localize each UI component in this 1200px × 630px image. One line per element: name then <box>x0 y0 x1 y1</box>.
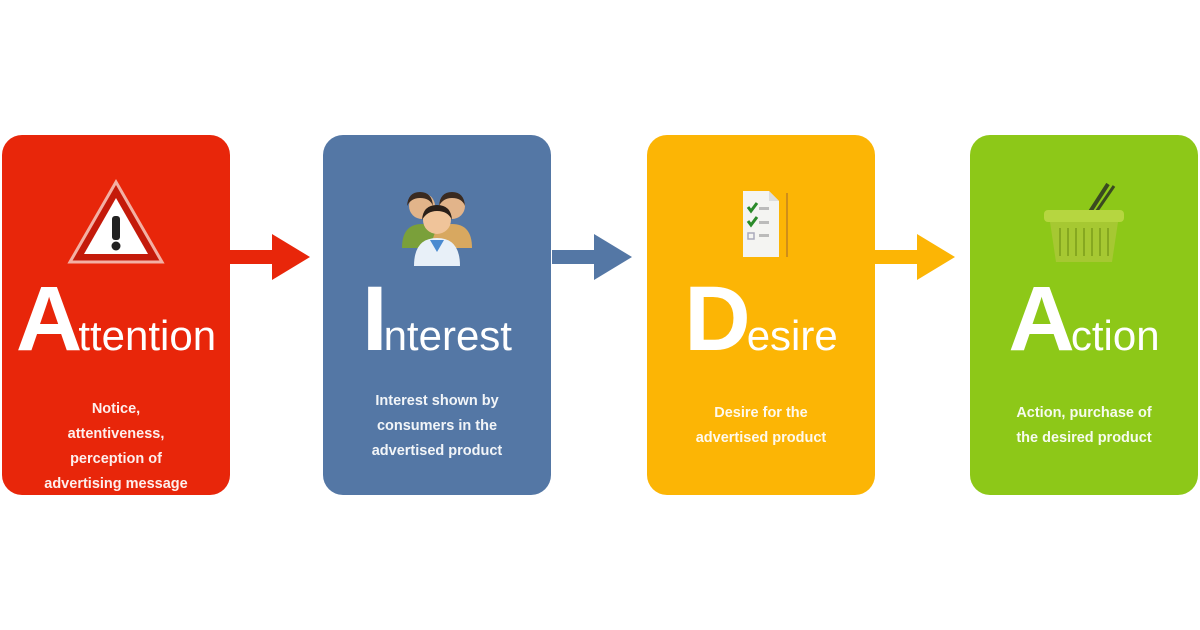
stage-title: Interest <box>323 273 551 365</box>
basket-icon <box>970 175 1198 270</box>
desc-line: consumers in the <box>376 418 498 434</box>
desc-line: perception of <box>70 451 162 467</box>
stage-initial: D <box>684 268 751 370</box>
arrow-right-icon <box>875 234 955 280</box>
checklist-icon <box>647 175 875 270</box>
stage-card-action: Action Action, purchase of the desired p… <box>970 135 1198 495</box>
desc-line: advertised product <box>371 443 503 459</box>
stage-card-interest: Interest Interest shown by consumers in … <box>323 135 551 495</box>
stage-title-rest: ttention <box>78 312 217 359</box>
arrow-right-icon <box>230 234 310 280</box>
stage-description: Notice, attentiveness, perception of adv… <box>12 397 220 497</box>
desc-line: the desired product <box>1016 430 1152 446</box>
desc-line: advertising message <box>44 476 188 492</box>
desc-line: Interest shown by <box>375 393 499 409</box>
stage-card-desire: Desire Desire for the advertised product <box>647 135 875 495</box>
desc-line: attentiveness, <box>67 426 165 442</box>
stage-title: Attention <box>2 273 230 365</box>
stage-description: Desire for the advertised product <box>657 401 865 451</box>
stage-title-rest: ction <box>1070 312 1160 359</box>
stage-description: Action, purchase of the desired product <box>980 401 1188 451</box>
stage-title: Desire <box>647 273 875 365</box>
desc-line: Desire for the <box>714 405 808 421</box>
stage-card-attention: Attention Notice, attentiveness, percept… <box>2 135 230 495</box>
people-icon <box>323 175 551 270</box>
warning-icon <box>2 175 230 270</box>
desc-line: Notice, <box>91 401 141 417</box>
stage-initial: A <box>15 268 83 370</box>
stage-description: Interest shown by consumers in the adver… <box>333 389 541 464</box>
arrow-right-icon <box>552 234 632 280</box>
desc-line: Action, purchase of <box>1016 405 1152 421</box>
stage-title-rest: esire <box>746 312 838 359</box>
stage-title: Action <box>970 273 1198 365</box>
stage-initial: I <box>362 268 388 370</box>
desc-line: advertised product <box>695 430 827 446</box>
stage-initial: A <box>1008 268 1075 370</box>
stage-title-rest: nterest <box>383 312 512 359</box>
